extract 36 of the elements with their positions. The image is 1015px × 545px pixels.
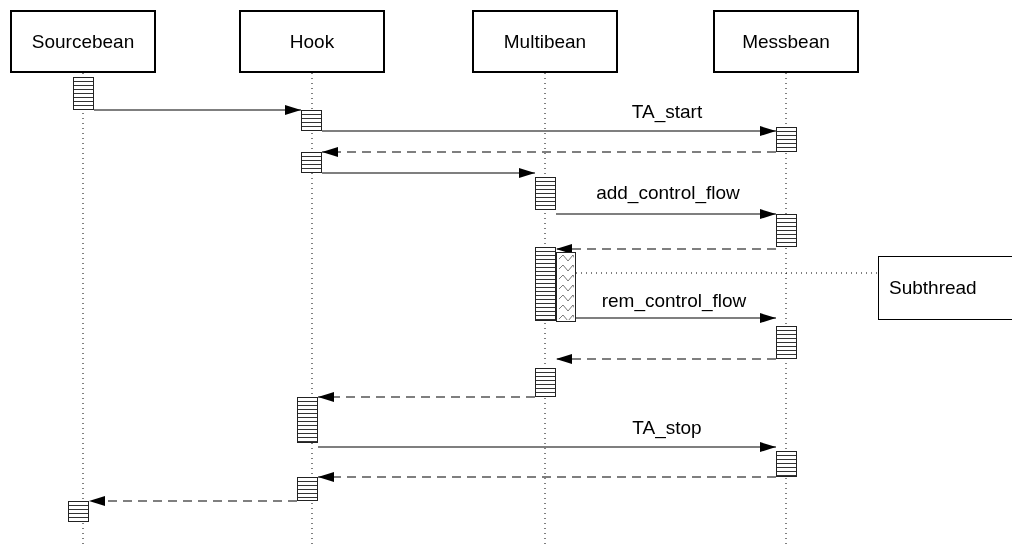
activation-bar	[535, 177, 556, 210]
activation-bar	[776, 451, 797, 477]
activation-bar	[776, 326, 797, 359]
subthread-bar	[556, 252, 576, 322]
activation-bar	[301, 110, 322, 131]
message-arrow	[555, 209, 777, 219]
message-arrow	[575, 313, 777, 323]
return-arrow	[555, 244, 777, 254]
return-arrow	[317, 472, 777, 482]
return-arrow	[555, 354, 777, 364]
lifeline-header	[10, 10, 156, 73]
lifeline-header	[472, 10, 618, 73]
lifeline-name: Sourcebean	[31, 30, 135, 53]
return-arrow	[321, 147, 777, 157]
activation-bar	[73, 77, 94, 110]
message-arrow	[321, 168, 536, 178]
message-arrow	[317, 442, 777, 452]
lifeline-name: Multibean	[503, 30, 587, 53]
activation-bar	[776, 127, 797, 152]
activation-bar	[68, 501, 89, 522]
lifeline-header	[239, 10, 385, 73]
activation-bar	[297, 477, 318, 501]
activation-bar	[297, 397, 318, 443]
message-arrow	[321, 126, 777, 136]
activation-bar	[535, 368, 556, 397]
return-arrow	[317, 392, 536, 402]
lifeline-name: Messbean	[742, 30, 830, 53]
activation-bar	[776, 214, 797, 247]
lifeline-header	[713, 10, 859, 73]
note-box	[878, 256, 1012, 320]
activation-bar	[301, 152, 322, 173]
note-text: Subthread	[889, 277, 977, 299]
return-arrow	[88, 496, 298, 506]
activation-bar	[535, 247, 556, 321]
lifeline-name: Hook	[289, 30, 335, 53]
message-arrow	[93, 105, 302, 115]
